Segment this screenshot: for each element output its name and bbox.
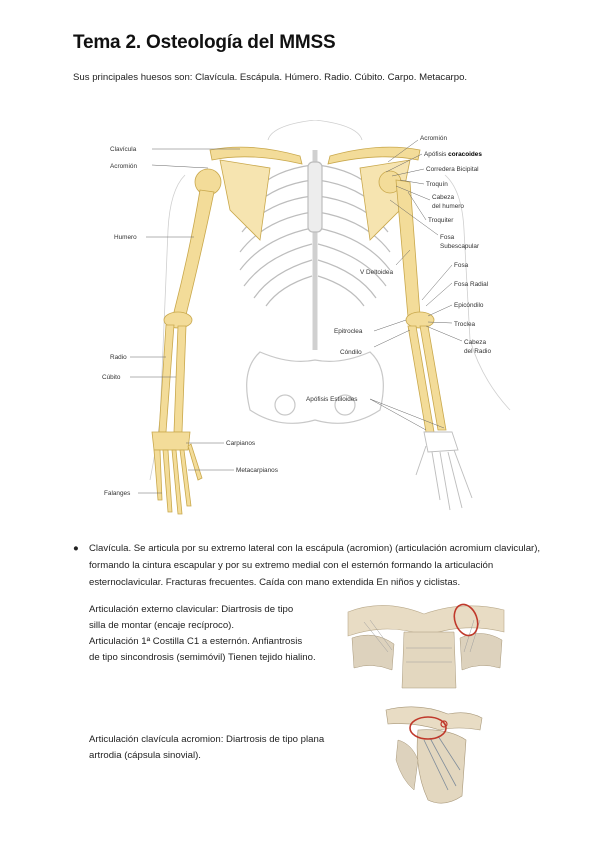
label-cabeza-radio-2: del Radio <box>464 348 491 355</box>
label-troclea: Troclea <box>454 321 476 328</box>
label-fosa: Fosa <box>454 262 469 269</box>
para1-line2: silla de montar (encaje recíproco). <box>89 620 235 631</box>
label-carpianos: Carpianos <box>226 440 255 447</box>
label-coracoides: coracoides <box>448 151 482 158</box>
page-title: Tema 2. Osteología del MMSS <box>73 32 336 53</box>
label-fosa-radial: Fosa Radial <box>454 281 488 288</box>
label-apofisis-coracoides: Apófisis coracoides <box>424 151 482 158</box>
label-cabeza-humero-2: del humero <box>432 203 464 210</box>
label-acromion-right: Acromión <box>420 135 447 142</box>
label-condilo: Cóndilo <box>340 349 362 356</box>
sternoclavicular-joint-illustration <box>344 592 508 690</box>
para1-line4: de tipo sincondrosis (semimóvil) Tienen … <box>89 652 316 663</box>
label-clavicula: Clavícula <box>110 146 137 153</box>
para2-line2: artrodia (cápsula sinovial). <box>89 750 201 761</box>
body-outline <box>149 120 511 481</box>
right-hand-outline <box>415 431 473 511</box>
label-acromion-left: Acromión <box>110 163 137 170</box>
ribcage <box>239 150 391 350</box>
articulacion-esternoclavicular-text: Articulación externo clavicular: Diartro… <box>89 602 339 666</box>
label-fosa-sub-1: Fosa <box>440 234 455 241</box>
clavicula-bullet-text: Clavícula. Se articula por su extremo la… <box>89 543 541 588</box>
label-apofisis-prefix: Apófisis <box>424 151 446 158</box>
para2-line1: Articulación clavícula acromion: Diartro… <box>89 734 325 745</box>
intro-text: Sus principales huesos son: Clavícula. E… <box>73 72 468 83</box>
articulacion-acromioclavicular-text: Articulación clavícula acromion: Diartro… <box>89 732 349 764</box>
label-falanges: Falanges <box>104 490 130 497</box>
label-cubito: Cúbito <box>102 374 121 381</box>
acromioclavicular-joint-illustration <box>378 700 488 815</box>
label-troquin: Troquín <box>426 181 448 188</box>
label-epitroclea: Epitroclea <box>334 328 363 335</box>
para1-line3: Articulación 1ª Costilla C1 a esternón. … <box>89 636 303 647</box>
label-radio: Radio <box>110 354 127 361</box>
leader-lines <box>130 139 463 494</box>
bones <box>151 146 447 515</box>
label-cabeza-radio-1: Cabeza <box>464 339 486 346</box>
label-epicondilo: Epicóndilo <box>454 302 484 309</box>
label-v-deltoidea: V Deltoidea <box>360 269 393 276</box>
bullet-dot: ● <box>73 543 79 554</box>
clavicula-bullet: ● Clavícula. Se articula por su extremo … <box>73 540 563 591</box>
para1-line1: Articulación externo clavicular: Diartro… <box>89 604 294 615</box>
label-corredera-bicipital: Corredera Bicipital <box>426 166 479 173</box>
pelvis <box>246 351 384 424</box>
label-fosa-sub-2: Subescapular <box>440 243 480 250</box>
label-apofisis-estiloides: Apófisis Estiloides <box>306 396 358 403</box>
label-metacarpianos: Metacarpianos <box>236 467 278 474</box>
label-humero: Humero <box>114 234 137 241</box>
upper-limb-skeleton-figure: Clavícula Acromión Humero Radio Cúbito C… <box>102 120 511 515</box>
label-troquiter: Troquiter <box>428 217 454 224</box>
label-cabeza-humero-1: Cabeza <box>432 194 454 201</box>
